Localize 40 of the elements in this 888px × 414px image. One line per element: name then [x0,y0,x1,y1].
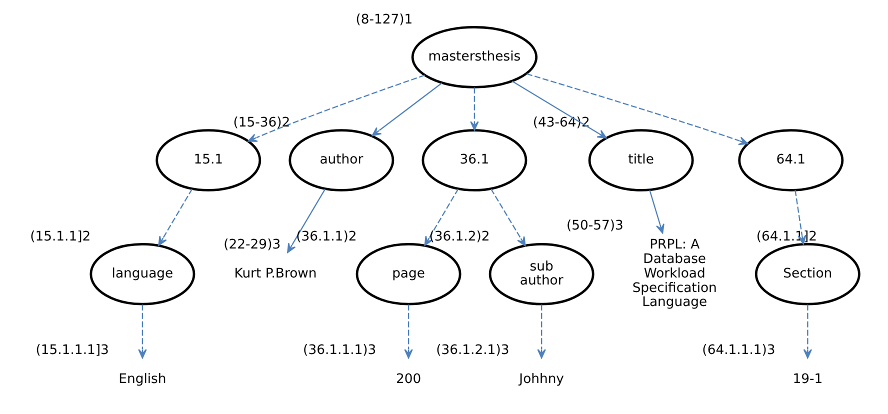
arrow [138,304,146,358]
arrow [526,73,748,146]
node-ellipse: language [89,242,195,306]
arrow [247,74,424,142]
arrow [371,82,442,136]
node-ellipse: author [288,129,394,192]
node-label: (15-36)2 [232,115,290,130]
node-ellipse: page [355,242,461,306]
node-text: Kurt P.Brown [234,266,316,282]
arrow [470,88,478,131]
arrow [158,188,192,246]
node-text: 19-1 [792,372,822,387]
arrow [404,304,412,358]
node-text: PRPL: A Database Workload Specification Language [632,238,716,310]
node-ellipse: Section [754,242,860,306]
node-text: 200 [395,372,421,387]
arrow [511,80,606,139]
node-label: (36.1.1.1)3 [302,343,376,358]
arrow [286,188,326,253]
node-label: (36.1.2.1)3 [436,343,509,358]
arrow [536,304,546,358]
node-label: (36.1.1)2 [296,229,356,244]
arrow [424,188,458,246]
arrow [490,188,526,246]
node-label: (15.1.1]2 [30,229,90,244]
node-label: (8-127)1 [355,12,412,28]
node-label: (64.1.1.1)3 [702,343,775,358]
node-label: (15.1.1.1]3 [35,343,108,358]
node-ellipse: mastersthesis [410,26,538,88]
node-label: (50-57)3 [566,218,623,234]
arrow [648,190,664,234]
arrow [794,190,806,245]
node-ellipse: 15.1 [155,129,261,192]
node-text: English [118,372,166,387]
node-label: (22-29)3 [223,238,280,253]
node-ellipse: 36.1 [421,129,527,192]
node-label: (36.1.2)2 [428,229,490,244]
arrow [802,304,812,358]
node-ellipse: sub author [488,242,594,306]
node-text: Johhny [518,372,564,387]
